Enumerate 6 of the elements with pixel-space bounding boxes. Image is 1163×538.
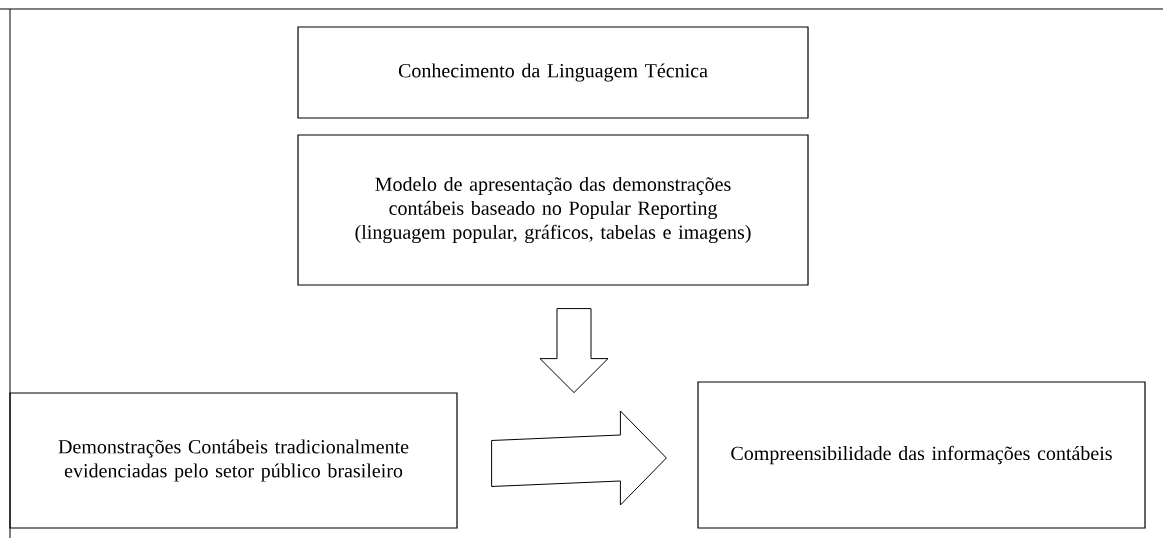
block-arrow [491,410,667,506]
text-box: Demonstrações Contábeis tradicionalmente evidenciadas pelo setor público brasileiro [9,392,458,529]
text-box: Modelo de apresentação das demonstrações contábeis baseado no Popular Reporting (linguagem popular, gráficos, tabelas e imagens) [297,134,809,286]
text-box: Compreensibilidade das informações contábeis [697,381,1146,529]
block-arrow [539,308,609,394]
text-box: Conhecimento da Linguagem Técnica [297,26,809,119]
